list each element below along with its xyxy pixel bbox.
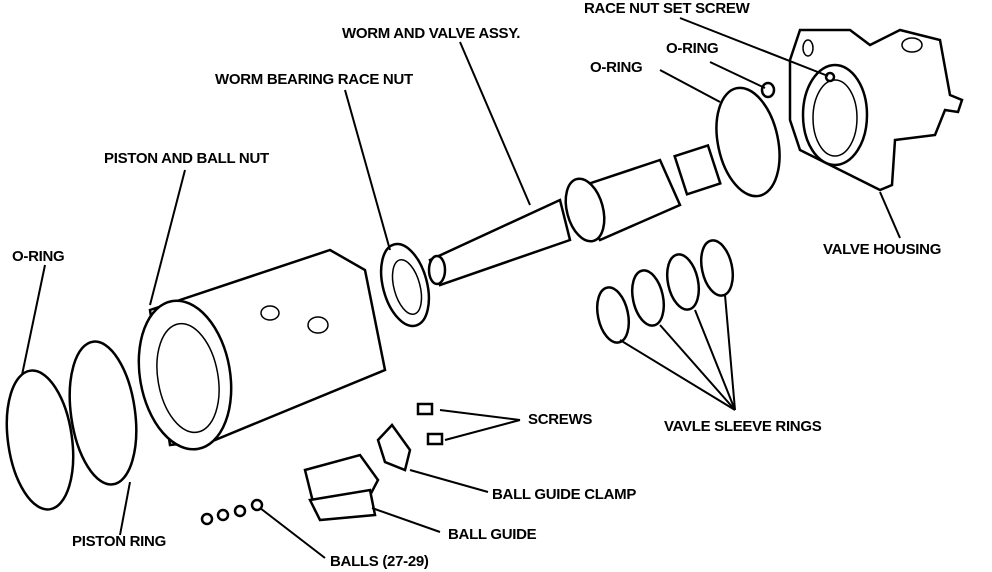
valve-sleeve-rings-part bbox=[595, 239, 735, 344]
label-worm-bearing-race-nut: WORM BEARING RACE NUT bbox=[215, 71, 413, 88]
label-ball-guide-clamp: BALL GUIDE CLAMP bbox=[492, 486, 636, 503]
label-valve-sleeve-rings: VAVLE SLEEVE RINGS bbox=[664, 418, 822, 435]
piston-o-ring-part bbox=[5, 369, 75, 511]
label-piston-and-ball-nut: PISTON AND BALL NUT bbox=[104, 150, 269, 167]
screws-part bbox=[416, 402, 444, 446]
ball-guide-clamp-part bbox=[376, 423, 412, 472]
label-screws: SCREWS bbox=[528, 411, 592, 428]
valve-o-ring-part bbox=[715, 86, 781, 198]
label-ball-guide: BALL GUIDE bbox=[448, 526, 537, 543]
label-piston-ring: PISTON RING bbox=[72, 533, 166, 550]
leader-lines bbox=[21, 17, 901, 559]
label-race-nut-set-screw: RACE NUT SET SCREW bbox=[584, 0, 751, 17]
valve-housing-part bbox=[788, 28, 964, 192]
small-o-ring-part bbox=[760, 81, 776, 99]
balls-part bbox=[200, 498, 264, 526]
label-o-ring-left: O-RING bbox=[12, 248, 64, 265]
piston-ring-part bbox=[68, 340, 138, 486]
label-worm-and-valve-assy: WORM AND VALVE ASSY. bbox=[342, 25, 520, 42]
label-o-ring-upper-right: O-RING bbox=[666, 40, 718, 57]
label-balls: BALLS (27-29) bbox=[330, 553, 429, 570]
piston-and-ball-nut-part bbox=[137, 248, 387, 451]
ball-guide-part bbox=[303, 453, 380, 522]
label-valve-housing: VALVE HOUSING bbox=[823, 241, 941, 258]
race-nut-set-screw-part bbox=[824, 71, 836, 83]
label-o-ring-upper-left: O-RING bbox=[590, 59, 642, 76]
worm-and-valve-part bbox=[427, 143, 722, 287]
worm-bearing-race-nut-part bbox=[379, 242, 431, 328]
